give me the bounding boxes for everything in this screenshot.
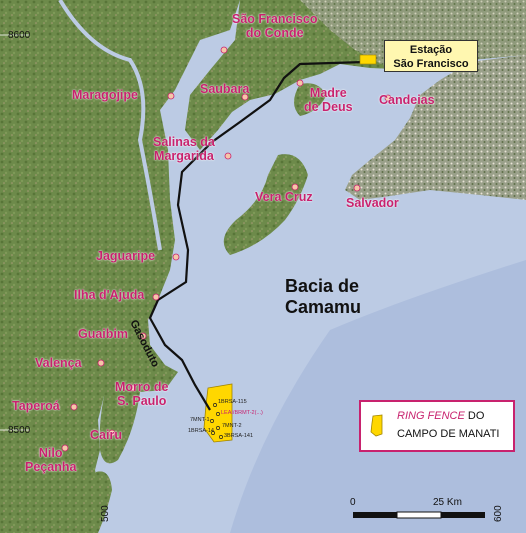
station-callout: Estação São Francisco (384, 40, 478, 72)
grid-label-500: 500 (100, 505, 111, 522)
grid-label-8600: 8600 (8, 30, 31, 41)
city-label-salvador: Salvador (346, 196, 399, 210)
scale-bar (353, 511, 485, 519)
madre-de-deus-island (294, 83, 326, 116)
grid-label-600: 600 (493, 505, 504, 522)
legend-line2: CAMPO DE MANATI (397, 428, 500, 440)
tinhare-island (99, 377, 140, 464)
city-markers (61, 46, 392, 452)
scale-start: 0 (350, 497, 356, 508)
city-label-saubara: Saubara (200, 82, 250, 96)
well-label-3: 7MNT-1 (190, 417, 210, 423)
well-markers (210, 403, 223, 439)
city-label-taperoa: Taperoá (12, 399, 60, 413)
salvador-peninsula (345, 55, 526, 200)
legend-box: RING FENCE DO CAMPO DE MANATI (359, 400, 515, 452)
deep-ocean (230, 260, 526, 533)
city-label-vera-cruz: Vera Cruz (255, 190, 313, 204)
grid-label-8500: 8500 (8, 425, 31, 436)
well-label-6: 3BRSA-141 (224, 433, 254, 439)
city-label-cairu: Cairu (90, 428, 122, 442)
city-label-maragojipe: Maragojipe (72, 88, 138, 102)
station-label-line1: Estação (409, 44, 453, 56)
well-label-4: 7MNT-2 (222, 423, 242, 429)
legend-ring-fence: RING FENCE (397, 410, 465, 422)
boipeba-island (80, 471, 112, 533)
station-label-line2: São Francisco (393, 58, 469, 70)
well-label-1: 1BRSA-115 (218, 399, 247, 405)
river (58, 0, 162, 251)
station-symbol (359, 54, 377, 65)
mainland-west (0, 0, 240, 533)
city-label-valenca: Valença (35, 356, 82, 370)
city-label-ilha-dajuda: Ilha d'Ajuda (74, 288, 145, 302)
legend-do: DO (464, 410, 485, 422)
itaparica-island (223, 154, 308, 255)
well-label-2: LEAI/BRMT-2(...) (221, 410, 263, 416)
city-label-guaibim: Guaibim (78, 327, 129, 341)
city-label-jaguaripe: Jaguaripe (96, 249, 156, 263)
legend-line1: RING FENCE DO (397, 410, 484, 422)
ring-fence-icon (370, 414, 383, 437)
pipeline-route (148, 60, 366, 411)
well-label-5: 1BRSA-14 (188, 428, 214, 434)
scale-end: 25 Km (433, 497, 462, 508)
city-label-candeias: Candeias (379, 93, 435, 107)
